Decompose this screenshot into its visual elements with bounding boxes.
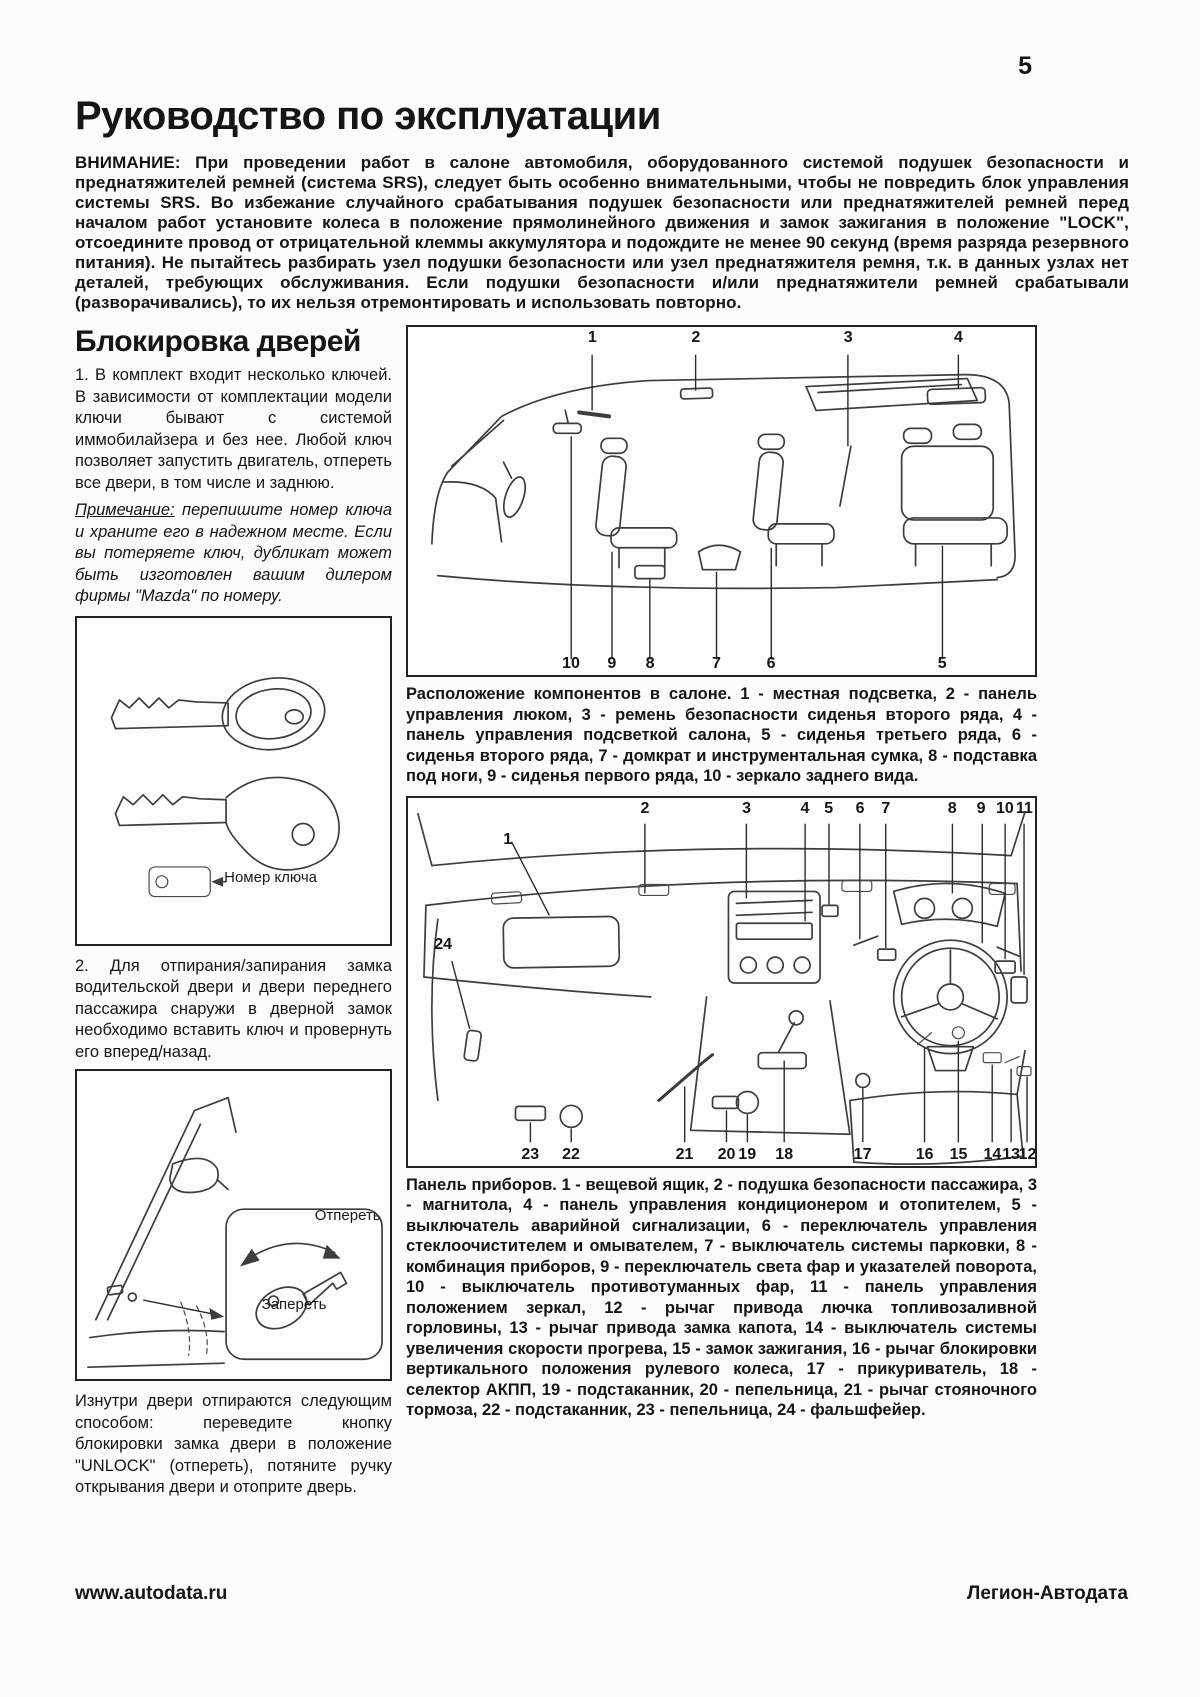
keys-paragraph: 1. В комплект входит несколько ключей. В… (75, 366, 392, 492)
door-lock-figure: Отпереть Запереть (75, 1069, 392, 1381)
interior-drawing (431, 354, 1016, 660)
unlock-label: Отпереть (314, 1207, 381, 1225)
callout-number: 22 (562, 1145, 580, 1163)
callout-number: 7 (712, 655, 721, 672)
note-text: перепишите номер ключа и храните его в н… (75, 501, 392, 605)
callout-number: 20 (717, 1145, 736, 1163)
callout-number: 13 (1002, 1145, 1021, 1163)
callout-number: 24 (434, 936, 453, 954)
srs-warning-paragraph: ВНИМАНИЕ: При проведении работ в салоне … (75, 153, 1129, 312)
lock-label: Запереть (261, 1296, 327, 1314)
left-column: Блокировка дверей 1. В комплект входит н… (75, 325, 392, 1505)
turn-arrow-left-head (239, 1248, 260, 1267)
interior-components-figure: 1 2 3 4 10 9 8 7 6 5 (406, 325, 1037, 677)
callout-number: 6 (855, 799, 865, 817)
interior-caption: Расположение компонентов в салоне. 1 - м… (406, 685, 1037, 785)
door-drawing (87, 1096, 383, 1368)
inside-unlock-paragraph: Изнутри двери отпираются следующим спосо… (75, 1392, 392, 1496)
callout-number: 8 (645, 655, 655, 672)
callout-number: 10 (562, 655, 580, 672)
callout-number: 6 (766, 655, 776, 672)
dashboard-drawing (417, 810, 1032, 1165)
callout-number: 19 (738, 1145, 757, 1163)
page-footer: www.autodata.ru Легион-Автодата (75, 1583, 1128, 1605)
inset-pointer-arrow (209, 1307, 225, 1320)
callout-number: 21 (675, 1145, 694, 1163)
callout-number: 23 (521, 1145, 540, 1163)
callout-number: 8 (947, 799, 957, 817)
keys-figure: Номер ключа (75, 615, 392, 946)
turn-arrow-right-head (322, 1244, 341, 1259)
dashboard-caption: Панель приборов. 1 - вещевой ящик, 2 - п… (406, 1175, 1037, 1420)
page-title: Руководство по эксплуатации (75, 94, 661, 138)
callout-number: 3 (742, 799, 752, 817)
callout-number: 7 (881, 799, 891, 817)
callout-number: 12 (1018, 1145, 1037, 1163)
callout-number: 11 (1015, 799, 1033, 817)
callout-number: 1 (587, 329, 597, 346)
callout-number: 2 (691, 329, 701, 346)
callout-number: 9 (976, 799, 986, 817)
page-number: 5 (1018, 52, 1032, 80)
footer-site: www.autodata.ru (75, 1583, 228, 1604)
key-tag-label: Номер ключа (224, 869, 318, 887)
callout-number: 15 (949, 1145, 968, 1163)
callout-number: 18 (775, 1145, 794, 1163)
keys-drawing (110, 676, 340, 897)
interior-callouts: 1 2 3 4 10 9 8 7 6 5 (408, 327, 1035, 675)
callout-number: 16 (915, 1145, 934, 1163)
callout-number: 10 (995, 799, 1014, 817)
callout-number: 4 (800, 799, 810, 817)
callout-number: 5 (824, 799, 834, 817)
callout-number: 14 (983, 1145, 1002, 1163)
callout-number: 4 (954, 329, 963, 346)
note-label: Примечание: (75, 501, 175, 519)
callout-number: 1 (503, 831, 513, 849)
callout-number: 2 (640, 799, 650, 817)
content-columns: Блокировка дверей 1. В комплект входит н… (75, 325, 1037, 1505)
section-heading-door-locking: Блокировка дверей (75, 325, 361, 358)
callout-number: 3 (843, 329, 853, 346)
note-paragraph: Примечание: перепишите номер ключа и хра… (75, 500, 392, 608)
callout-number: 9 (607, 655, 617, 672)
callout-number: 5 (937, 655, 947, 672)
key-tag-arrow (211, 876, 224, 887)
outside-unlock-paragraph: 2. Для отпирания/запирания замка водител… (75, 956, 392, 1061)
footer-publisher: Легион-Автодата (967, 1583, 1128, 1604)
callout-number: 17 (853, 1145, 872, 1163)
